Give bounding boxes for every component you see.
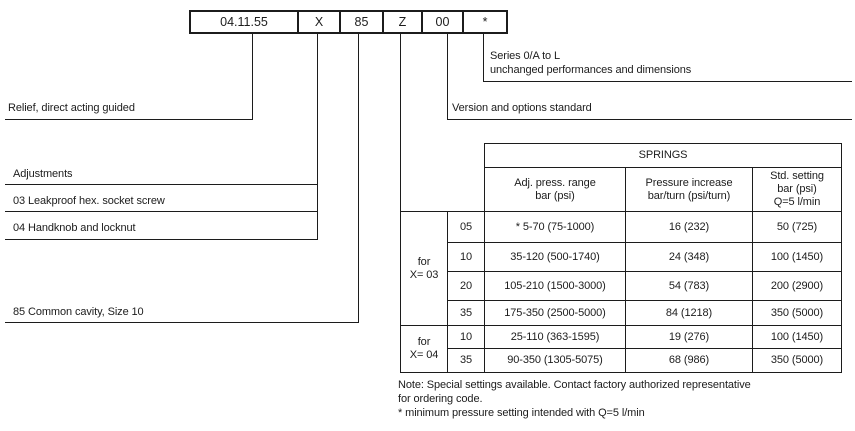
underline-adjustment-04 [5,239,318,240]
table-row: for X= 04 10 25-110 (363-1595) 19 (276) … [400,325,842,373]
col-header-adj-press-range: Adj. press. range bar (psi) [484,167,626,212]
std-setting-value: 100 (1450) [752,325,842,349]
adj-press-range-value: 90-350 (1305-5075) [484,348,626,373]
table-row: 20 105-210 (1500-3000) 54 (783) 200 (290… [401,271,842,301]
code-segment-spring-z: Z [384,12,423,32]
underline-adjustments [5,184,318,185]
adj-press-range-value: 25-110 (363-1595) [484,325,626,349]
table-row: 35 90-350 (1305-5075) 68 (986) 350 (5000… [401,348,842,373]
col-header-pressure-increase: Pressure increase bar/turn (psi/turn) [625,167,753,212]
note-line-1: Note: Special settings available. Contac… [398,379,751,391]
spring-code: 20 [447,271,485,301]
std-setting-value: 100 (1450) [752,242,842,272]
pressure-increase-value: 24 (348) [625,242,753,272]
code-segment-adjustment-x: X [299,12,341,32]
connector-line-version [447,33,448,120]
spring-code: 35 [447,348,485,373]
series-label: Series 0/A to L unchanged performances a… [490,50,692,76]
pressure-increase-value: 16 (232) [625,211,753,243]
group-label-x04: for X= 04 [400,325,448,373]
adj-press-range-value: 175-350 (2500-5000) [484,300,626,326]
spring-code: 05 [447,211,485,243]
connector-line-series [483,33,484,82]
std-setting-value: 350 (5000) [752,348,842,373]
relief-function-label: Relief, direct acting guided [8,102,135,114]
underline-adjustment-03 [5,211,318,212]
code-segment-series-number: 04.11.55 [191,12,299,32]
springs-table-title: SPRINGS [484,143,842,168]
springs-table: SPRINGS Adj. press. range bar (psi) Pres… [400,143,842,373]
model-code-box: 04.11.55 X 85 Z 00 * [189,10,508,34]
underline-version [447,119,852,120]
std-setting-value: 50 (725) [752,211,842,243]
table-row: 10 35-120 (500-1740) 24 (348) 100 (1450) [401,242,842,272]
pressure-increase-value: 68 (986) [625,348,753,373]
code-segment-series-letter: * [482,15,488,29]
pressure-increase-value: 84 (1218) [625,300,753,326]
col-header-std-setting: Std. setting bar (psi) Q=5 l/min [752,167,842,212]
underline-relief [5,119,253,120]
adj-press-range-value: 105-210 (1500-3000) [484,271,626,301]
pressure-increase-value: 54 (783) [625,271,753,301]
connector-line-cavity [358,33,359,323]
cavity-label: 85 Common cavity, Size 10 [13,306,144,318]
group-label-x03: for X= 03 [400,211,448,326]
note-line-3: * minimum pressure setting intended with… [398,407,645,419]
underline-cavity [5,322,359,323]
adjustments-heading: Adjustments [13,168,73,180]
code-segment-cavity-85: 85 [341,12,384,32]
table-row: for X= 03 05 * 5-70 (75-1000) 16 (232) 5… [400,211,842,326]
adj-press-range-value: 35-120 (500-1740) [484,242,626,272]
connector-line-relief [252,33,253,120]
connector-line-springs [400,33,401,212]
spring-code: 10 [447,325,485,349]
spring-code: 35 [447,300,485,326]
adj-press-range-value: * 5-70 (75-1000) [484,211,626,243]
footer-notes: Note: Special settings available. Contac… [398,378,751,420]
spring-code: 10 [447,242,485,272]
connector-line-adjustments [317,33,318,240]
adjustment-03-label: 03 Leakproof hex. socket screw [13,195,165,207]
table-blank-corner [400,143,485,212]
pressure-increase-value: 19 (276) [625,325,753,349]
std-setting-value: 350 (5000) [752,300,842,326]
note-line-2: for ordering code. [398,393,483,405]
code-segment-options-00: 00 [423,12,464,32]
underline-series [483,81,852,82]
std-setting-value: 200 (2900) [752,271,842,301]
adjustment-04-label: 04 Handknob and locknut [13,222,136,234]
version-label: Version and options standard [452,102,592,114]
table-row: 35 175-350 (2500-5000) 84 (1218) 350 (50… [401,300,842,326]
